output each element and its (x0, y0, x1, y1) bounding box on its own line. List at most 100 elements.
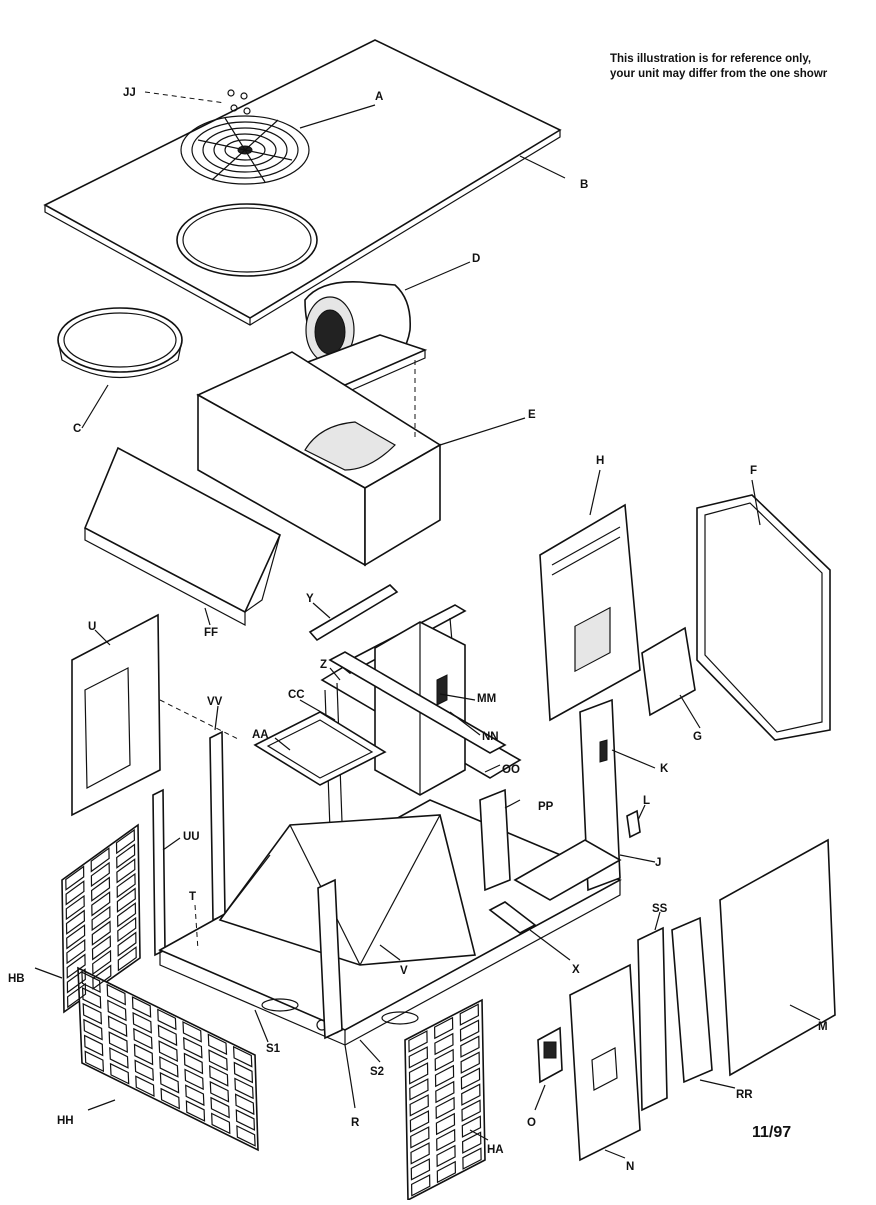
louvre-cell (109, 1047, 129, 1069)
label-c: C (73, 423, 81, 435)
louvre-cell (461, 1099, 481, 1122)
louvre-cell (435, 1096, 455, 1120)
louvre-cell (460, 1067, 481, 1090)
part-x-brace (488, 901, 537, 934)
louvre-cell (91, 891, 111, 917)
leader-lines (34, 91, 821, 1159)
louvre-cell (106, 983, 126, 1006)
louvre-cell (133, 1043, 154, 1066)
part-b-top-panel (43, 39, 562, 326)
louvre-cell (185, 1084, 205, 1107)
louvre-cell (409, 1110, 430, 1133)
louvre-cell (409, 1094, 429, 1117)
louvre-cell (408, 1062, 429, 1085)
louvre-cell (461, 1115, 482, 1138)
label-s2: S2 (370, 1066, 384, 1078)
louvre-cell (157, 1008, 177, 1031)
louvre-cell (134, 1059, 154, 1082)
louvre-cell (208, 1049, 228, 1071)
part-e-blower-housing (196, 351, 442, 567)
label-f: F (750, 465, 757, 477)
label-e: E (528, 409, 536, 421)
louvre-cell (182, 1021, 202, 1043)
label-ff: FF (204, 627, 218, 639)
label-ss: SS (652, 903, 668, 915)
date-code: 11/97 (752, 1124, 792, 1141)
louvre-cell (235, 1109, 256, 1131)
louvre-cell (133, 1027, 153, 1050)
part-labels: JJ A B C D E H F FF U Y Z MM NN OO VV CC… (8, 87, 828, 1173)
part-vv-post (209, 730, 226, 922)
louvre-cell (109, 1062, 130, 1085)
reference-note: This illustration is for reference only,… (610, 52, 870, 82)
louvre-cell (81, 987, 102, 1009)
louvre-cell (159, 1071, 180, 1094)
louvre-cell (92, 949, 112, 976)
label-n: N (626, 1161, 634, 1173)
louvre-cell (233, 1061, 254, 1084)
louvre-cell (90, 861, 110, 888)
louvre-cell (157, 1024, 178, 1047)
part-y-rail (308, 583, 399, 642)
label-a: A (375, 91, 383, 103)
part-g-access-plate (641, 626, 696, 717)
part-pp-channel (479, 788, 511, 892)
louvre-cell (84, 1050, 105, 1073)
label-v: V (400, 965, 408, 977)
label-cc: CC (288, 689, 305, 701)
part-hh-grille (77, 966, 259, 1152)
louvre-cell (436, 1128, 456, 1152)
part-l-bracket (626, 809, 641, 839)
louvre-cell (90, 876, 111, 902)
label-ha: HA (487, 1144, 504, 1156)
louvre-cell (433, 1016, 454, 1040)
part-j-rail (513, 839, 622, 901)
louvre-cell (462, 1147, 482, 1170)
louvre-cell (459, 1019, 480, 1042)
label-nn: NN (482, 731, 499, 743)
louvre-cell (184, 1068, 204, 1091)
label-g: G (693, 731, 702, 743)
label-uu: UU (183, 831, 200, 843)
part-u-left-panel (71, 613, 161, 817)
louvre-cell (65, 865, 85, 891)
louvre-cell (91, 920, 111, 946)
part-aa-drain-pan (253, 711, 387, 786)
louvre-cell (236, 1125, 256, 1147)
louvre-cell (66, 968, 86, 994)
label-hh: HH (57, 1115, 74, 1127)
part-r-post (317, 878, 343, 1040)
louvre-cell (66, 938, 86, 965)
part-a-fan-grille (180, 115, 310, 185)
louvre-cell (408, 1046, 429, 1069)
louvre-cell (65, 880, 85, 906)
label-s1: S1 (266, 1043, 281, 1055)
label-r: R (351, 1117, 360, 1129)
louvre-cell (434, 1048, 454, 1072)
louvre-cell (185, 1100, 206, 1122)
louvre-cell (116, 902, 137, 928)
part-n-door-panel (569, 963, 641, 1162)
label-aa: AA (252, 729, 269, 741)
grille-louvres (65, 828, 482, 1197)
louvre-cell (232, 1045, 253, 1068)
label-jj: JJ (123, 87, 136, 99)
louvre-cell (207, 1033, 228, 1056)
louvre-cell (234, 1093, 255, 1116)
louvre-cell (107, 999, 127, 1022)
label-t: T (189, 891, 196, 903)
part-m-right-panel (719, 838, 836, 1077)
louvre-cell (82, 1002, 103, 1025)
label-o: O (527, 1117, 536, 1129)
label-u: U (88, 621, 96, 633)
label-d: D (472, 253, 480, 265)
label-pp: PP (538, 801, 554, 813)
louvre-cell (115, 828, 136, 855)
louvre-cell (408, 1030, 428, 1053)
part-rr-strip (671, 916, 713, 1084)
louvre-cell (116, 843, 136, 869)
louvre-cell (461, 1131, 482, 1154)
reference-note-line-1: This illustration is for reference only, (610, 53, 812, 65)
louvre-cell (116, 858, 136, 884)
